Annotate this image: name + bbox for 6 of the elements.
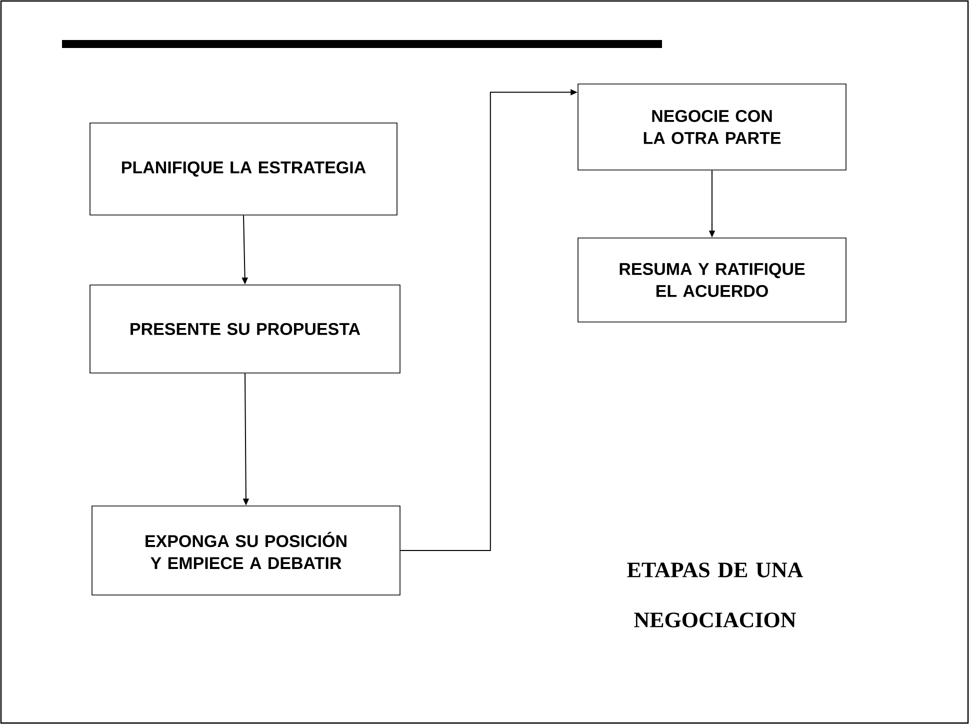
process-box: PRESENTE SU PROPUESTA [90, 284, 400, 374]
title: ETAPAS DE UNA NEGOCIACION [627, 562, 804, 628]
process-box: PLANIFIQUE LA ESTRATEGIA [90, 122, 398, 216]
process-box: RESUMA Y RATIFIQUE EL ACUERDO [578, 238, 846, 322]
process-box: EXPONGA SU POSICIÓN Y EMPIECE A DEBATIR [92, 506, 400, 596]
process-box: NEGOCIE CON LA OTRA PARTE [578, 84, 846, 170]
